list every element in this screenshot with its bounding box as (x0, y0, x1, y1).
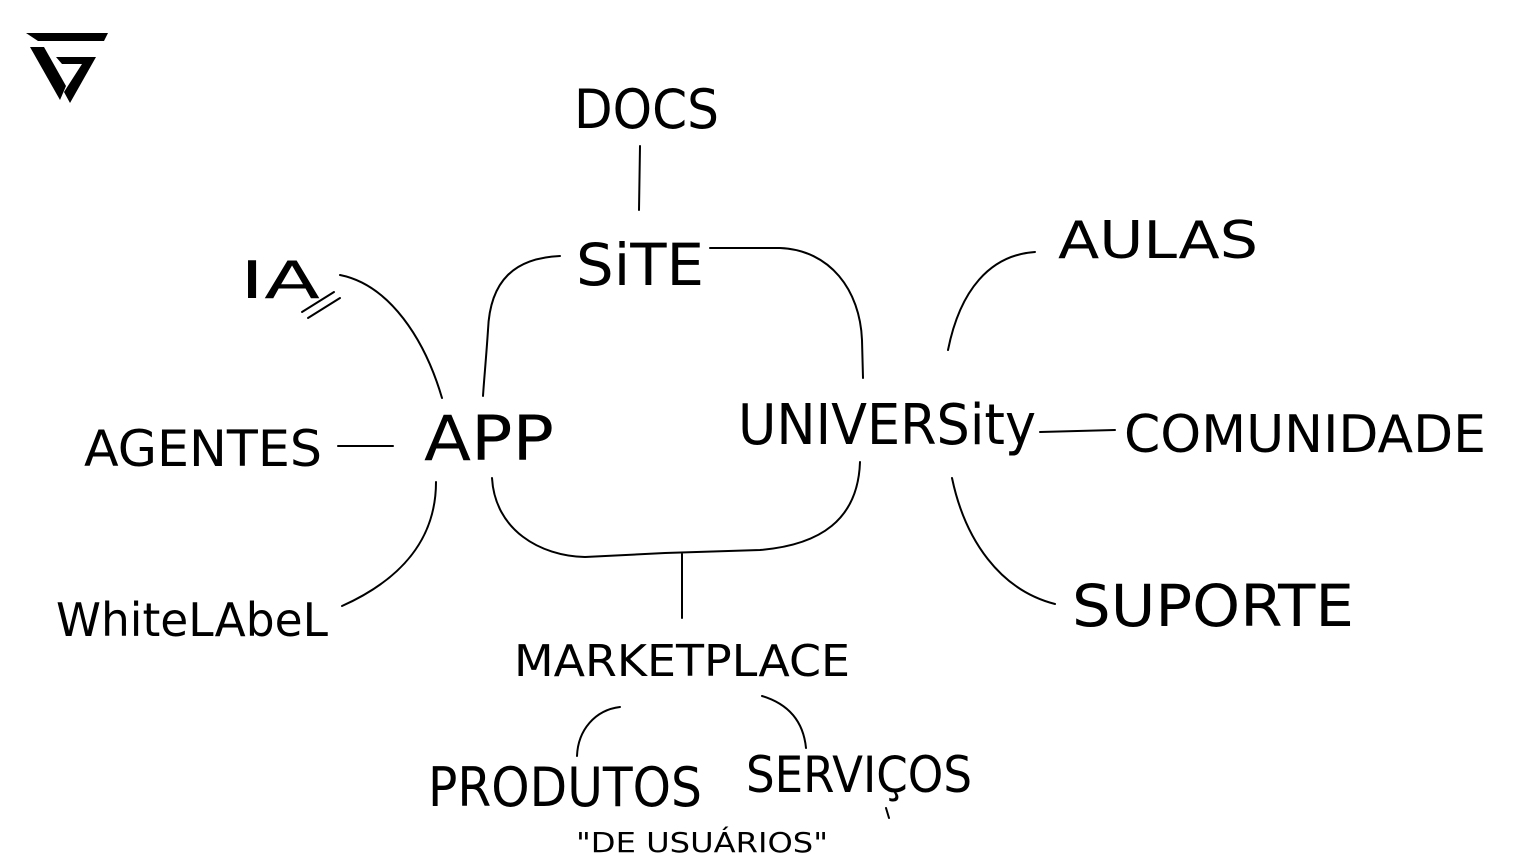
connector-ia-app (339, 274, 443, 399)
node-comunidade: COMUNIDADE (1124, 405, 1486, 465)
connector-site-app (482, 255, 561, 397)
connector-ia-underline (301, 291, 341, 319)
connector-bottom-loop (491, 461, 861, 558)
node-site: SiTE (576, 231, 704, 299)
node-app: APP (424, 402, 554, 475)
node-ia: IA (240, 251, 321, 311)
node-de-usuarios: "DE USUÁRIOS" (576, 825, 828, 859)
connector-site-university (709, 247, 864, 379)
node-servicos: SERVIÇOS (746, 746, 972, 804)
node-aulas: AULAS (1058, 211, 1258, 271)
node-docs: DOCS (574, 78, 719, 141)
node-agentes: AGENTES (84, 420, 322, 478)
node-produtos: PRODUTOS (428, 756, 702, 819)
connectors (301, 145, 1116, 819)
connector-university-suporte (951, 477, 1056, 605)
node-marketplace: MARKETPLACE (514, 636, 850, 687)
connector-university-aulas (947, 251, 1036, 351)
connector-docs-site (638, 145, 641, 211)
connector-marketplace-produtos (576, 706, 621, 757)
connector-university-comunidade (1039, 429, 1116, 433)
connector-app-whitelabel (341, 481, 437, 607)
cedilla-mark (885, 807, 890, 819)
v7-logo-icon (26, 33, 108, 103)
node-labels: DOCS SiTE IA APP AGENTES WhiteLAbeL UNIV… (56, 78, 1486, 859)
node-university: UNIVERSity (738, 393, 1036, 458)
node-suporte: SUPORTE (1072, 572, 1354, 640)
node-whitelabel: WhiteLAbeL (56, 593, 328, 647)
connector-marketplace-servicos (761, 695, 807, 749)
